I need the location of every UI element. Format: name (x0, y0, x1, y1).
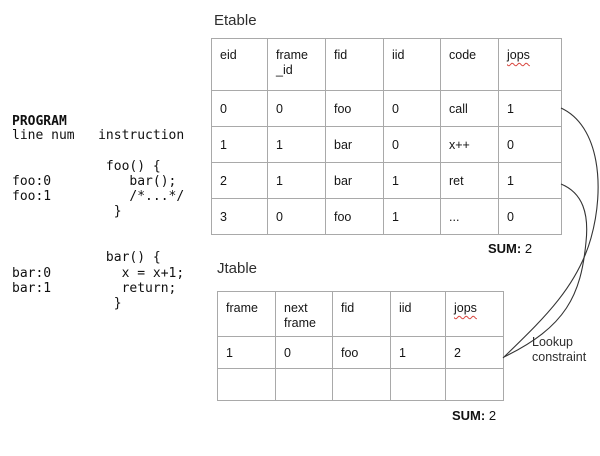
jtable-cell-jops: 2 (445, 336, 504, 369)
etable-cell: foo (325, 90, 384, 127)
etable-cell: x++ (440, 126, 499, 163)
jtable-header-row: frame next frame fid iid jops (217, 291, 504, 337)
etable-header-fid: fid (325, 38, 384, 91)
etable-row: 2 1 bar 1 ret 1 (211, 162, 562, 199)
etable-grid: eid frame _id fid iid code jops 0 0 foo … (211, 38, 562, 235)
jtable-sum: SUM: 2 (452, 408, 496, 423)
etable-sum-value: 2 (524, 241, 533, 256)
jtable-cell (390, 368, 446, 401)
jtable-title: Jtable (217, 260, 258, 277)
jtable-cell (332, 368, 391, 401)
jtable-header-frame: frame (217, 291, 276, 337)
etable-cell: bar (325, 126, 384, 163)
etable-header-row: eid frame _id fid iid code jops (211, 38, 562, 91)
lookup-constraint-label: Lookup constraint (532, 335, 587, 364)
jtable-row-empty (217, 368, 504, 401)
etable-cell: ret (440, 162, 499, 199)
jtable-cell: foo (332, 336, 391, 369)
etable-cell: 0 (267, 198, 326, 235)
etable-cell-jops: 1 (498, 90, 562, 127)
etable-cell: bar (325, 162, 384, 199)
jtable-cell (275, 368, 333, 401)
program-title: PROGRAM (12, 114, 67, 129)
etable-cell: 1 (267, 126, 326, 163)
etable-header-code: code (440, 38, 499, 91)
program-listing: line num instruction foo() { foo:0 bar()… (12, 128, 185, 312)
etable: eid frame _id fid iid code jops 0 0 foo … (211, 38, 562, 235)
etable-cell: 3 (211, 198, 268, 235)
jtable-cell: 0 (275, 336, 333, 369)
jtable-sum-label: SUM: (452, 408, 486, 423)
etable-cell: 1 (383, 162, 441, 199)
etable-cell-jops: 0 (498, 198, 562, 235)
etable-sum: SUM: 2 (488, 241, 532, 256)
jtable-header-next-frame: next frame (275, 291, 333, 337)
etable-row: 1 1 bar 0 x++ 0 (211, 126, 562, 163)
etable-row: 3 0 foo 1 ... 0 (211, 198, 562, 235)
jtable-cell-jops (445, 368, 504, 401)
etable-cell: foo (325, 198, 384, 235)
etable-title: Etable (214, 12, 257, 29)
etable-cell: 0 (383, 90, 441, 127)
etable-cell: 0 (383, 126, 441, 163)
etable-header-frame-id: frame _id (267, 38, 326, 91)
jtable-cell (217, 368, 276, 401)
etable-header-iid: iid (383, 38, 441, 91)
etable-cell-jops: 1 (498, 162, 562, 199)
etable-cell: ... (440, 198, 499, 235)
jtable-header-fid: fid (332, 291, 391, 337)
jtable-sum-value: 2 (488, 408, 497, 423)
etable-cell: 1 (383, 198, 441, 235)
etable-cell: 0 (267, 90, 326, 127)
jtable-row: 1 0 foo 1 2 (217, 336, 504, 369)
jtable-header-iid: iid (390, 291, 446, 337)
jtable-header-jops: jops (445, 291, 504, 337)
etable-cell: 2 (211, 162, 268, 199)
etable-cell: 1 (211, 126, 268, 163)
etable-cell-jops: 0 (498, 126, 562, 163)
etable-cell: 0 (211, 90, 268, 127)
jtable: frame next frame fid iid jops 1 0 foo 1 … (217, 291, 504, 401)
etable-header-eid: eid (211, 38, 268, 91)
etable-sum-label: SUM: (488, 241, 522, 256)
etable-cell: 1 (267, 162, 326, 199)
jtable-cell: 1 (217, 336, 276, 369)
jtable-cell: 1 (390, 336, 446, 369)
etable-cell: call (440, 90, 499, 127)
jtable-grid: frame next frame fid iid jops 1 0 foo 1 … (217, 291, 504, 401)
etable-header-jops: jops (498, 38, 562, 91)
etable-row: 0 0 foo 0 call 1 (211, 90, 562, 127)
